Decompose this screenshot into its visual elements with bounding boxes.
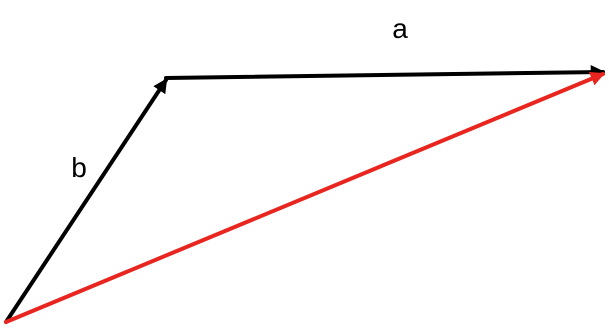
vector-a-label: a [392, 13, 408, 44]
vector-b-label: b [71, 152, 87, 183]
vector-a-arrow [164, 64, 606, 80]
resultant-vector-arrow [4, 72, 605, 324]
vector-b-arrow [4, 78, 168, 324]
